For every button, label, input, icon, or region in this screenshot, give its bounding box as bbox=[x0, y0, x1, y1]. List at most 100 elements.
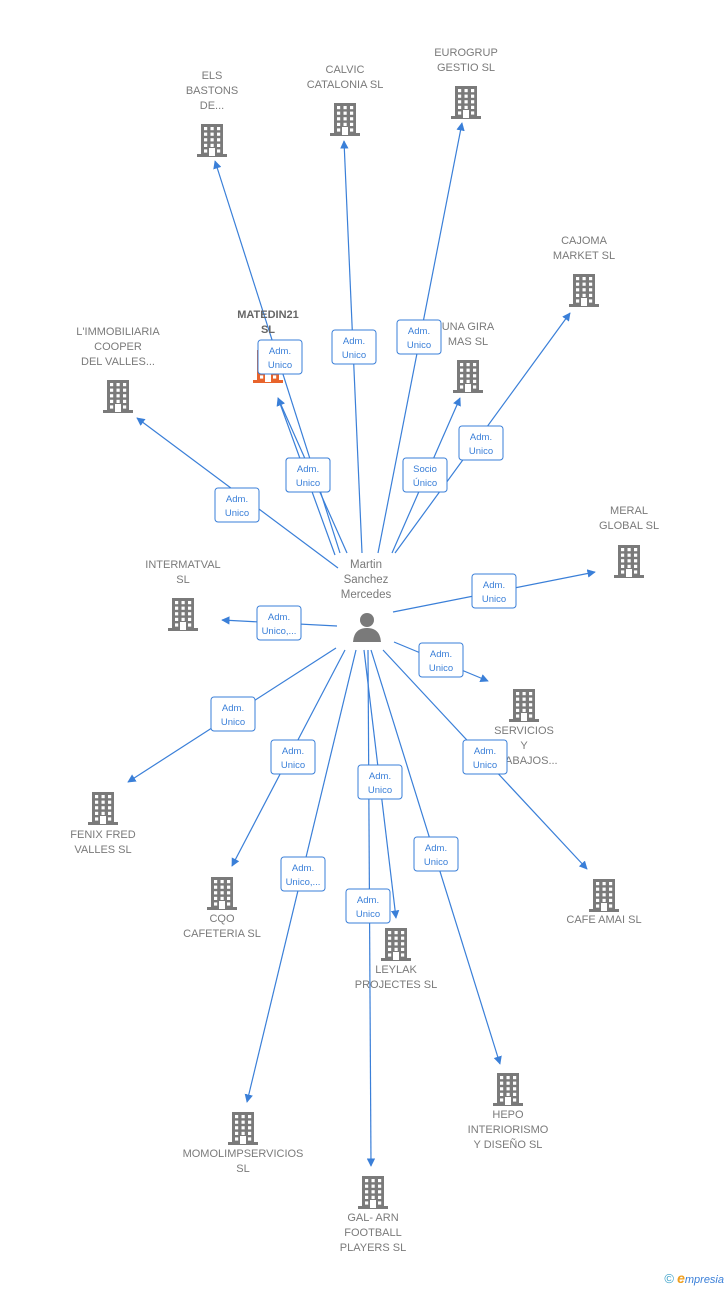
building-icon[interactable] bbox=[381, 928, 411, 961]
role-badge-box[interactable] bbox=[413, 836, 459, 872]
company-label[interactable]: Y bbox=[520, 740, 528, 752]
company-label[interactable]: LEYLAK bbox=[375, 964, 417, 976]
building-icon[interactable] bbox=[330, 103, 360, 136]
company-label[interactable]: INTERIORISMO bbox=[468, 1124, 549, 1136]
role-badge-cqo[interactable]: Adm.Unico bbox=[270, 739, 316, 775]
company-label[interactable]: SL bbox=[261, 324, 275, 336]
building-icon[interactable] bbox=[207, 877, 237, 910]
company-node-unagira[interactable]: UNA GIRA MAS SL bbox=[442, 321, 495, 393]
role-badge-box[interactable] bbox=[462, 739, 508, 775]
role-badge-meral[interactable]: Adm.Unico bbox=[471, 573, 517, 609]
role-badge-box[interactable] bbox=[458, 425, 504, 461]
person-name-label[interactable]: Sanchez bbox=[344, 574, 389, 586]
role-badge-box[interactable] bbox=[270, 739, 316, 775]
company-label[interactable]: VALLES SL bbox=[74, 844, 131, 856]
company-node-leylak[interactable]: LEYLAK PROJECTES SL bbox=[355, 928, 438, 991]
company-node-cafeamai[interactable]: CAFE AMAI SL bbox=[566, 879, 642, 926]
company-label[interactable]: CAFETERIA SL bbox=[183, 928, 261, 940]
company-label[interactable]: SL bbox=[236, 1163, 249, 1175]
role-badge-calvic[interactable]: Adm.Unico bbox=[331, 329, 377, 365]
company-label[interactable]: Y DISEÑO SL bbox=[474, 1138, 543, 1151]
building-icon[interactable] bbox=[228, 1112, 258, 1145]
company-label[interactable]: PLAYERS SL bbox=[340, 1242, 406, 1254]
company-label[interactable]: GESTIO SL bbox=[437, 62, 495, 74]
role-badge-cafeamai[interactable]: Adm.Unico bbox=[462, 739, 508, 775]
building-icon[interactable] bbox=[451, 86, 481, 119]
company-label[interactable]: BASTONS bbox=[186, 85, 238, 97]
company-node-hepo[interactable]: HEPO INTERIORISMO Y DISEÑO SL bbox=[468, 1073, 549, 1151]
role-badge-box[interactable] bbox=[345, 888, 391, 924]
building-icon[interactable] bbox=[453, 360, 483, 393]
role-badge-intermatval[interactable]: Adm.Unico,... bbox=[256, 605, 302, 641]
role-badge-hepo[interactable]: Adm.Unico bbox=[413, 836, 459, 872]
role-badge-box[interactable] bbox=[280, 856, 326, 892]
role-badge-immobiliaria[interactable]: Adm.Unico bbox=[214, 487, 260, 523]
role-badge-leylak[interactable]: Adm.Unico bbox=[357, 764, 403, 800]
company-node-galarn[interactable]: GAL- ARN FOOTBALL PLAYERS SL bbox=[340, 1176, 406, 1254]
company-node-meral[interactable]: MERAL GLOBAL SL bbox=[599, 505, 659, 578]
role-badge-box[interactable] bbox=[285, 457, 331, 493]
company-label[interactable]: HEPO bbox=[492, 1109, 524, 1121]
company-label[interactable]: FOOTBALL bbox=[344, 1227, 401, 1239]
role-badge-momolim[interactable]: Adm.Unico,... bbox=[280, 856, 326, 892]
company-label[interactable]: MATEDIN21 bbox=[237, 309, 299, 321]
building-icon[interactable] bbox=[197, 124, 227, 157]
company-label[interactable]: MARKET SL bbox=[553, 250, 615, 262]
company-label[interactable]: EUROGRUP bbox=[434, 47, 498, 59]
person-icon[interactable] bbox=[353, 613, 381, 642]
role-badge-box[interactable] bbox=[357, 764, 403, 800]
company-node-els[interactable]: ELS BASTONS DE... bbox=[186, 70, 238, 157]
company-label[interactable]: PROJECTES SL bbox=[355, 979, 438, 991]
company-label[interactable]: CALVIC bbox=[326, 64, 365, 76]
building-icon[interactable] bbox=[168, 598, 198, 631]
company-label[interactable]: UNA GIRA bbox=[442, 321, 495, 333]
company-label[interactable]: MAS SL bbox=[448, 336, 488, 348]
role-badge-els[interactable]: Adm.Unico bbox=[257, 339, 303, 375]
role-badge-servicios[interactable]: Adm.Unico bbox=[418, 642, 464, 678]
role-badge-box[interactable] bbox=[471, 573, 517, 609]
role-badge-box[interactable] bbox=[418, 642, 464, 678]
company-label[interactable]: DEL VALLES... bbox=[81, 356, 155, 368]
building-icon[interactable] bbox=[589, 879, 619, 912]
company-label[interactable]: MERAL bbox=[610, 505, 648, 517]
company-label[interactable]: GAL- ARN bbox=[347, 1212, 398, 1224]
building-icon[interactable] bbox=[103, 380, 133, 413]
company-node-calvic[interactable]: CALVIC CATALONIA SL bbox=[307, 64, 384, 136]
company-node-cajoma[interactable]: CAJOMA MARKET SL bbox=[553, 235, 615, 307]
company-label[interactable]: ELS bbox=[202, 70, 223, 82]
company-node-cqo[interactable]: CQO CAFETERIA SL bbox=[183, 877, 261, 940]
company-label[interactable]: SERVICIOS bbox=[494, 725, 554, 737]
role-badge-box[interactable] bbox=[210, 696, 256, 732]
company-label[interactable]: L'IMMOBILIARIA bbox=[76, 326, 160, 338]
role-badge-matedin[interactable]: Adm.Unico bbox=[285, 457, 331, 493]
building-icon[interactable] bbox=[614, 545, 644, 578]
company-label[interactable]: SL bbox=[176, 574, 189, 586]
building-icon[interactable] bbox=[493, 1073, 523, 1106]
person-name-label[interactable]: Martin bbox=[350, 559, 382, 571]
role-badge-box[interactable] bbox=[402, 457, 448, 493]
role-badge-box[interactable] bbox=[396, 319, 442, 355]
role-badge-box[interactable] bbox=[214, 487, 260, 523]
building-icon[interactable] bbox=[358, 1176, 388, 1209]
company-label[interactable]: DE... bbox=[200, 100, 224, 112]
building-icon[interactable] bbox=[509, 689, 539, 722]
company-label[interactable]: CATALONIA SL bbox=[307, 79, 384, 91]
company-node-eurogrup[interactable]: EUROGRUP GESTIO SL bbox=[434, 47, 498, 119]
person-name-label[interactable]: Mercedes bbox=[341, 589, 392, 601]
role-badge-box[interactable] bbox=[256, 605, 302, 641]
company-label[interactable]: CQO bbox=[209, 913, 235, 925]
company-label[interactable]: COOPER bbox=[94, 341, 142, 353]
company-label[interactable]: GLOBAL SL bbox=[599, 520, 659, 532]
role-badge-eurogrup[interactable]: Adm.Unico bbox=[396, 319, 442, 355]
company-node-servicios[interactable]: SERVICIOSYTRABAJOS... bbox=[490, 689, 558, 767]
building-icon[interactable] bbox=[88, 792, 118, 825]
role-badge-box[interactable] bbox=[331, 329, 377, 365]
role-badge-fenix[interactable]: Adm.Unico bbox=[210, 696, 256, 732]
company-label[interactable]: CAJOMA bbox=[561, 235, 608, 247]
company-label[interactable]: FENIX FRED bbox=[70, 829, 135, 841]
role-badge-cajoma[interactable]: Adm.Unico bbox=[458, 425, 504, 461]
